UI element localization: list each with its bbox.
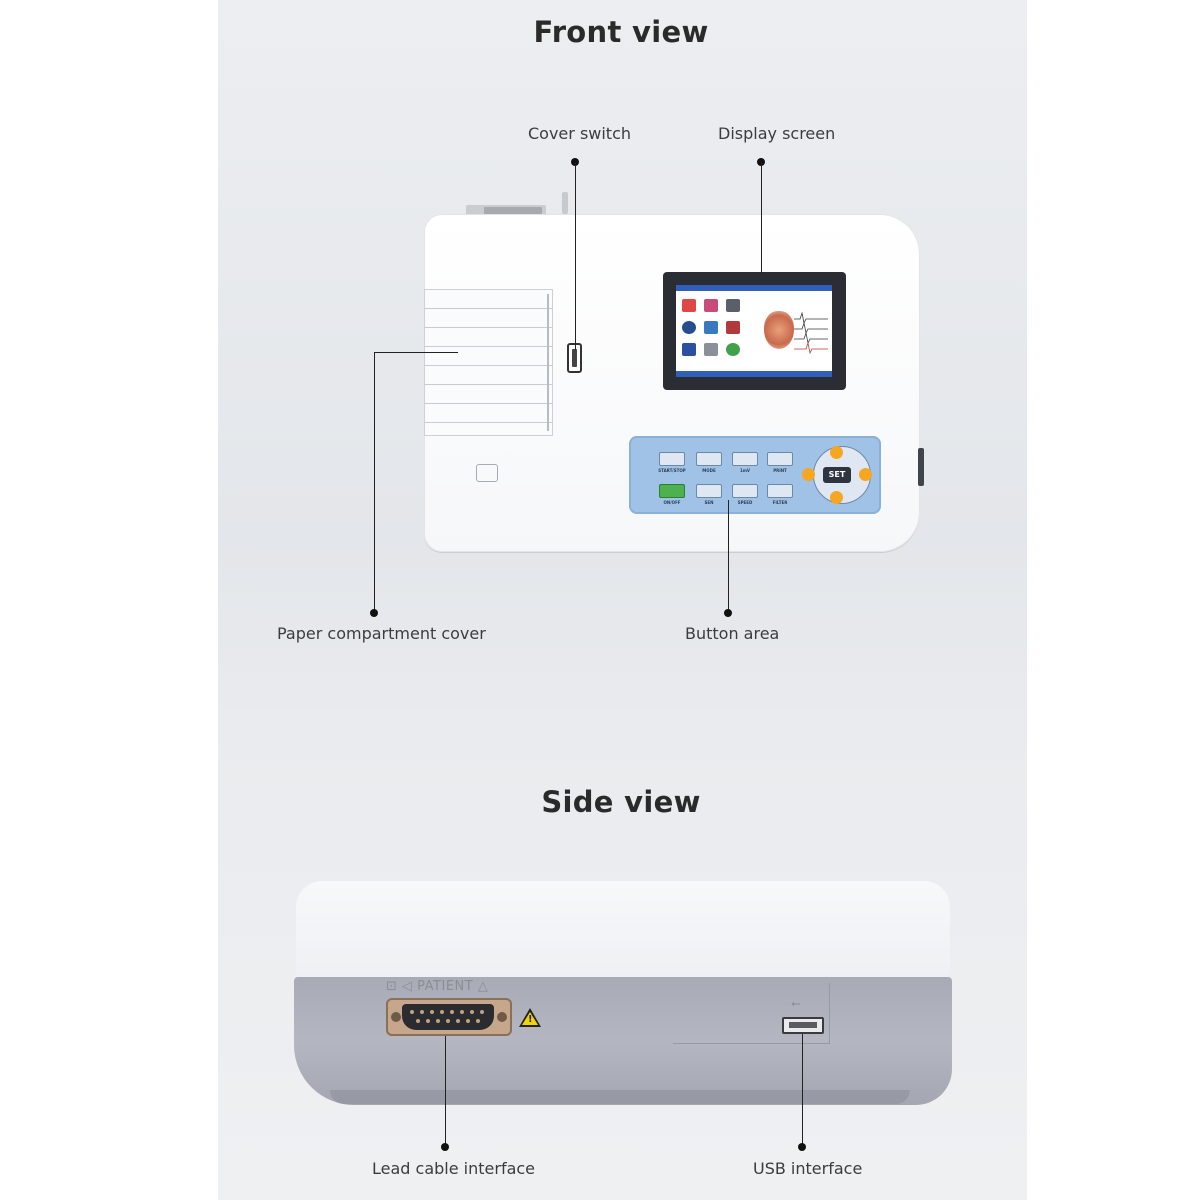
print-button[interactable] (767, 452, 793, 466)
paper-compartment-cover[interactable] (424, 289, 553, 436)
button-area-label: Button area (685, 624, 780, 643)
key-label: SPEED (737, 500, 753, 505)
speed-button[interactable] (732, 484, 758, 498)
button-area-leader (728, 500, 730, 612)
warning-icon-fill (522, 1012, 538, 1025)
key-label: PRINT (773, 468, 787, 473)
ecg-wave-illustration (794, 311, 828, 355)
left-arrow-button[interactable] (802, 468, 815, 481)
power-button[interactable] (659, 484, 685, 498)
front-view-heading: Front view (533, 15, 709, 49)
danger-icon (476, 464, 498, 482)
usb-panel (673, 983, 830, 1044)
mode-button[interactable] (696, 452, 722, 466)
usb-dot (798, 1143, 806, 1151)
patient-port-label: ⊡ ◁ PATIENT △ (386, 979, 489, 994)
usb-symbol-icon: ⭠ (791, 996, 801, 1010)
paper-cover-dot (370, 609, 378, 617)
up-arrow-button[interactable] (830, 446, 843, 459)
key-label: SEN (704, 500, 714, 505)
key-label: ON/OFF (663, 500, 681, 505)
menu-icon (704, 321, 718, 334)
menu-heart-icon (682, 299, 696, 312)
connector-screw (495, 1010, 509, 1024)
cover-switch-stub (562, 192, 568, 214)
key-label: 1mV (739, 468, 751, 473)
lead-cable-dot (441, 1143, 449, 1151)
lcd-content (676, 285, 832, 377)
filter-button[interactable] (767, 484, 793, 498)
display-screen-leader (761, 162, 763, 274)
key-label: START/STOP (658, 468, 686, 473)
paper-cover-leader-v (374, 352, 376, 612)
menu-icon (704, 299, 718, 312)
menu-icon (726, 299, 740, 312)
warning-mark: ! (528, 1014, 533, 1025)
sen-button[interactable] (696, 484, 722, 498)
lead-cable-leader (445, 1036, 447, 1146)
danger-notice (476, 464, 556, 486)
key-label: MODE (702, 468, 716, 473)
connector-pins (402, 1004, 494, 1030)
paper-compartment-cover-label: Paper compartment cover (277, 624, 486, 643)
paper-cover-leader-h (374, 352, 458, 354)
down-arrow-button[interactable] (830, 491, 843, 504)
menu-icon (726, 343, 740, 356)
ecg-device-side-top (296, 881, 950, 981)
1mv-button[interactable] (732, 452, 758, 466)
cover-switch-leader (575, 162, 577, 350)
top-port-slot (484, 207, 542, 214)
display-screen-label: Display screen (718, 124, 836, 143)
usb-interface-label: USB interface (753, 1159, 863, 1178)
set-button[interactable]: SET (823, 467, 851, 483)
usb-port[interactable] (782, 1017, 824, 1034)
cover-switch-label: Cover switch (528, 124, 632, 143)
side-button[interactable] (918, 448, 924, 486)
cover-switch[interactable] (567, 343, 582, 373)
right-arrow-button[interactable] (859, 468, 872, 481)
button-area-dot (724, 609, 732, 617)
heart-illustration (764, 311, 794, 349)
start-stop-button[interactable] (659, 452, 685, 466)
usb-leader (802, 1034, 804, 1146)
menu-icon (682, 321, 696, 334)
menu-icon (682, 343, 696, 356)
connector-screw (389, 1010, 403, 1024)
side-view-heading: Side view (541, 785, 701, 819)
ecg-device-side-body (294, 977, 952, 1105)
lead-cable-interface-label: Lead cable interface (372, 1159, 536, 1178)
device-base (330, 1090, 910, 1104)
menu-icon (704, 343, 718, 356)
key-label: FILTER (772, 500, 788, 505)
menu-icon (726, 321, 740, 334)
